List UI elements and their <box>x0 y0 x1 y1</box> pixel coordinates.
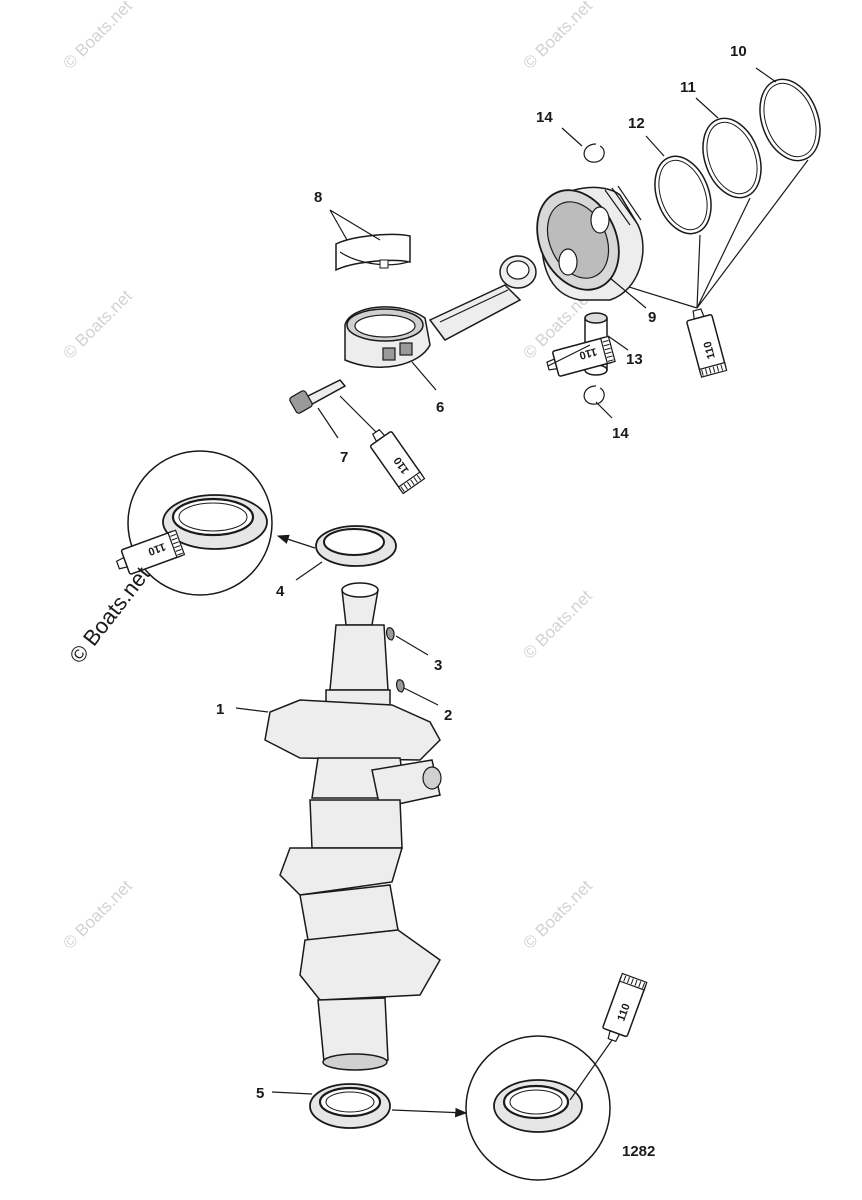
watermark: © Boats.net <box>519 876 596 953</box>
crankshaft <box>264 582 442 1071</box>
piston-ring-11 <box>702 117 762 199</box>
watermark: © Boats.net <box>519 586 596 663</box>
piston <box>536 185 644 301</box>
rod-bolt <box>289 379 347 414</box>
circlip-lower <box>583 385 605 405</box>
callout-4: 4 <box>276 583 285 600</box>
watermark: © Boats.net <box>59 0 136 73</box>
circlip-upper <box>583 143 605 163</box>
seal-arrow <box>276 534 316 549</box>
sealant-tube-icon: 110 <box>602 972 648 1043</box>
seal-arrow <box>391 1107 468 1118</box>
sealant-tube-icon: 110 <box>686 308 728 378</box>
piston-ring-10 <box>759 78 821 162</box>
sealant-label: 110 <box>702 340 718 360</box>
figure-number: 1282 <box>622 1143 655 1160</box>
bearing-halves <box>335 233 411 272</box>
sealant-tube-icon: 110 <box>115 529 186 575</box>
sealant-label: 110 <box>146 540 167 557</box>
woodruff-key-3 <box>386 627 395 641</box>
callout-5: 5 <box>256 1085 264 1102</box>
callout-8: 8 <box>314 189 322 206</box>
oil-seal-upper <box>315 525 397 567</box>
watermark: © Boats.net <box>59 876 136 953</box>
oil-seal-lower <box>309 1083 391 1129</box>
callout-3: 3 <box>434 657 442 674</box>
callout-6: 6 <box>436 399 444 416</box>
callout-14-lower: 14 <box>612 425 629 442</box>
lower-detail-circle <box>465 1035 613 1181</box>
copyright-text: © Boats.net <box>64 562 155 668</box>
callout-7: 7 <box>340 449 348 466</box>
callout-10: 10 <box>730 43 747 60</box>
callout-14-upper: 14 <box>536 109 553 126</box>
piston-ring-12 <box>654 155 712 235</box>
callout-1: 1 <box>216 701 224 718</box>
connecting-rod <box>344 255 537 368</box>
callout-leaders <box>235 67 777 1095</box>
watermark: © Boats.net <box>59 286 136 363</box>
ring-leader-lines <box>599 159 809 309</box>
callout-12: 12 <box>628 115 645 132</box>
pin-leader <box>547 344 591 367</box>
callout-2: 2 <box>444 707 452 724</box>
watermark: © Boats.net <box>519 0 596 73</box>
sealant-label: 110 <box>615 1002 632 1023</box>
woodruff-key-2 <box>396 679 405 693</box>
sealant-tube-icon: 110 <box>369 428 426 495</box>
callout-11: 11 <box>680 79 696 96</box>
callout-9: 9 <box>648 309 656 326</box>
callout-13: 13 <box>626 351 643 368</box>
callout-labels: 1 2 3 4 5 6 7 8 9 10 11 12 13 14 14 1282 <box>216 43 747 1160</box>
bolt-leader <box>339 395 377 433</box>
